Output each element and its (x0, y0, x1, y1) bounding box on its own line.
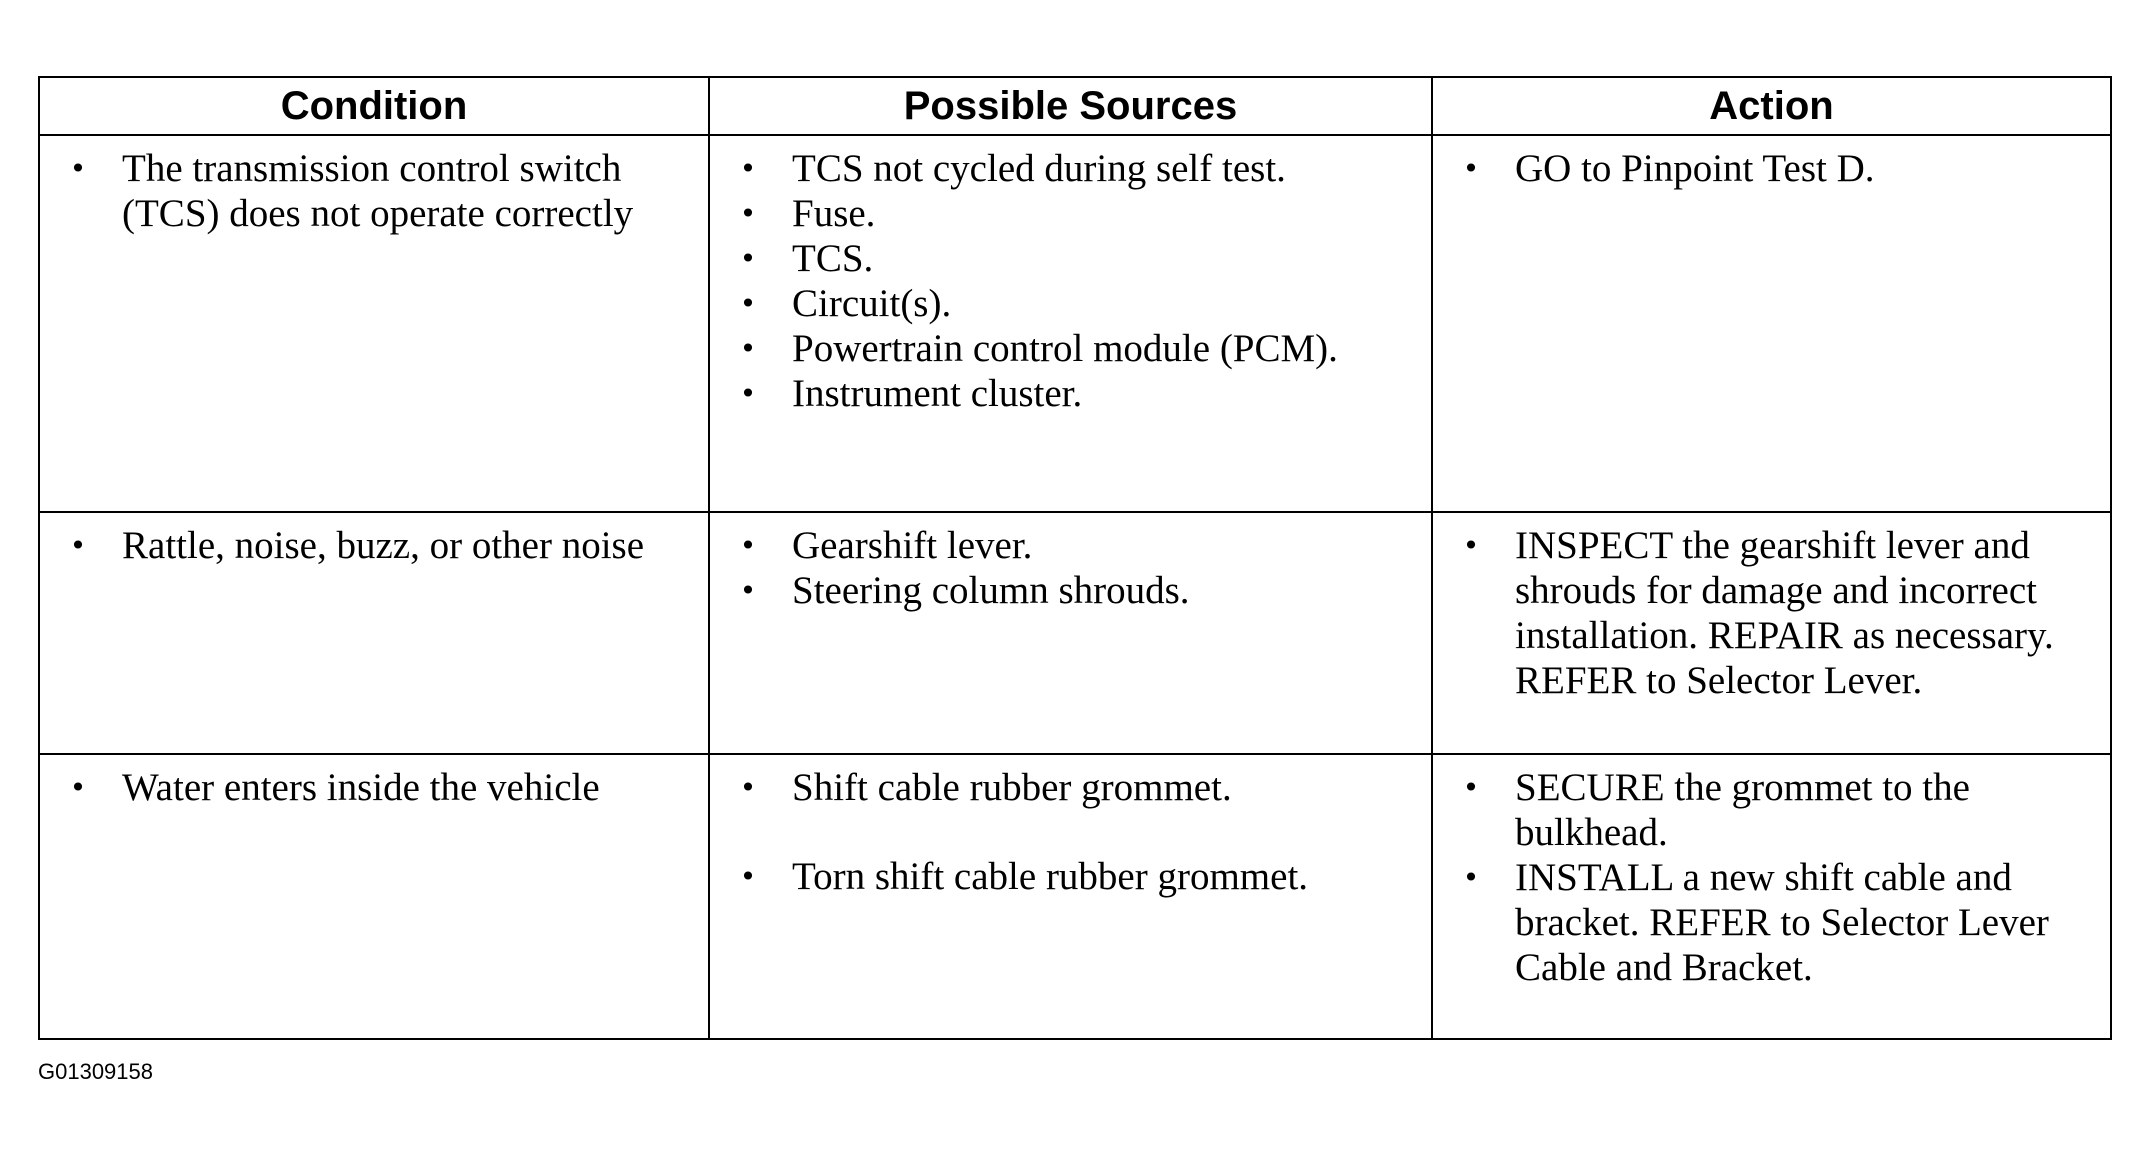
list-item: • TCS. (710, 236, 1417, 281)
condition-cell: • Rattle, noise, buzz, or other noise (38, 511, 710, 755)
list-item: • Water enters inside the vehicle (40, 765, 694, 810)
bullet-icon: • (739, 242, 757, 275)
condition-text: The transmission control switch (TCS) do… (122, 147, 634, 235)
table-row: • The transmission control switch (TCS) d… (38, 134, 2112, 513)
symptom-chart-table: Condition Possible Sources Action • The t… (38, 76, 2112, 1040)
source-text: TCS not cycled during self test. (792, 147, 1286, 190)
source-text: Gearshift lever. (792, 524, 1033, 567)
figure-id: G01309158 (38, 1059, 153, 1084)
bullet-icon: • (739, 574, 757, 607)
header-possible-sources: Possible Sources (708, 76, 1433, 136)
sources-cell: • TCS not cycled during self test. • Fuse.… (708, 134, 1433, 513)
action-list: • GO to Pinpoint Test D. (1433, 136, 2110, 195)
table-header-row: Condition Possible Sources Action (38, 76, 2112, 136)
condition-cell: • The transmission control switch (TCS) d… (38, 134, 710, 513)
list-item: • Powertrain control module (PCM). (710, 326, 1417, 371)
diagnostic-table-container: Condition Possible Sources Action • The t… (38, 76, 2112, 1040)
list-item: • GO to Pinpoint Test D. (1433, 146, 2096, 191)
table-row: • Rattle, noise, buzz, or other noise • Ge… (38, 511, 2112, 755)
sources-cell: • Shift cable rubber grommet. • Torn shift… (708, 753, 1433, 1040)
condition-text: Rattle, noise, buzz, or other noise (122, 524, 645, 567)
bullet-icon: • (739, 377, 757, 410)
sources-list: • Gearshift lever. • Steering column shrou… (710, 513, 1431, 617)
bullet-icon: • (69, 152, 87, 185)
header-condition: Condition (38, 76, 710, 136)
bullet-icon: • (69, 529, 87, 562)
list-item: • Circuit(s). (710, 281, 1417, 326)
bullet-icon: • (739, 287, 757, 320)
source-text: TCS. (792, 237, 874, 280)
action-text: INSTALL a new shift cable and bracket. R… (1515, 856, 2049, 989)
source-text: Fuse. (792, 192, 876, 235)
header-action: Action (1431, 76, 2112, 136)
list-item: • The transmission control switch (TCS) d… (40, 146, 694, 236)
source-text: Circuit(s). (792, 282, 952, 325)
sources-list: • TCS not cycled during self test. • Fuse.… (710, 136, 1431, 420)
table-row: • Water enters inside the vehicle • Shift … (38, 753, 2112, 1040)
list-item: • SECURE the grommet to the bulkhead. (1433, 765, 2096, 855)
action-list: • SECURE the grommet to the bulkhead. • IN… (1433, 755, 2110, 994)
source-text: Shift cable rubber grommet. (792, 766, 1232, 809)
condition-cell: • Water enters inside the vehicle (38, 753, 710, 1040)
sources-list: • Shift cable rubber grommet. • Torn shift… (710, 755, 1431, 903)
list-item: • Steering column shrouds. (710, 568, 1417, 613)
bullet-icon: • (69, 771, 87, 804)
bullet-icon: • (739, 771, 757, 804)
bullet-icon: • (739, 152, 757, 185)
list-item: • INSTALL a new shift cable and bracket. … (1433, 855, 2096, 990)
sources-cell: • Gearshift lever. • Steering column shrou… (708, 511, 1433, 755)
action-cell: • INSPECT the gearshift lever and shrouds… (1431, 511, 2112, 755)
source-text: Powertrain control module (PCM). (792, 327, 1338, 370)
condition-text: Water enters inside the vehicle (122, 766, 600, 809)
condition-list: • Water enters inside the vehicle (40, 755, 708, 814)
source-text: Steering column shrouds. (792, 569, 1190, 612)
source-text: Torn shift cable rubber grommet. (792, 855, 1309, 898)
action-cell: • GO to Pinpoint Test D. (1431, 134, 2112, 513)
bullet-icon: • (1462, 152, 1480, 185)
list-item: • Fuse. (710, 191, 1417, 236)
condition-list: • Rattle, noise, buzz, or other noise (40, 513, 708, 572)
list-item: • INSPECT the gearshift lever and shrouds… (1433, 523, 2096, 703)
list-item: • Rattle, noise, buzz, or other noise (40, 523, 694, 568)
bullet-icon: • (1462, 861, 1480, 894)
source-text: Instrument cluster. (792, 372, 1083, 415)
bullet-icon: • (739, 332, 757, 365)
list-item: • Torn shift cable rubber grommet. (710, 854, 1417, 899)
condition-list: • The transmission control switch (TCS) d… (40, 136, 708, 240)
bullet-icon: • (1462, 529, 1480, 562)
list-item: • Instrument cluster. (710, 371, 1417, 416)
bullet-icon: • (739, 197, 757, 230)
action-text: SECURE the grommet to the bulkhead. (1515, 766, 1970, 854)
action-cell: • SECURE the grommet to the bulkhead. • IN… (1431, 753, 2112, 1040)
action-list: • INSPECT the gearshift lever and shrouds… (1433, 513, 2110, 707)
list-item: • Shift cable rubber grommet. (710, 765, 1417, 810)
bullet-icon: • (739, 860, 757, 893)
action-text: GO to Pinpoint Test D. (1515, 147, 1875, 190)
list-item: • Gearshift lever. (710, 523, 1417, 568)
list-item: • TCS not cycled during self test. (710, 146, 1417, 191)
bullet-icon: • (739, 529, 757, 562)
bullet-icon: • (1462, 771, 1480, 804)
action-text: INSPECT the gearshift lever and shrouds … (1515, 524, 2054, 702)
